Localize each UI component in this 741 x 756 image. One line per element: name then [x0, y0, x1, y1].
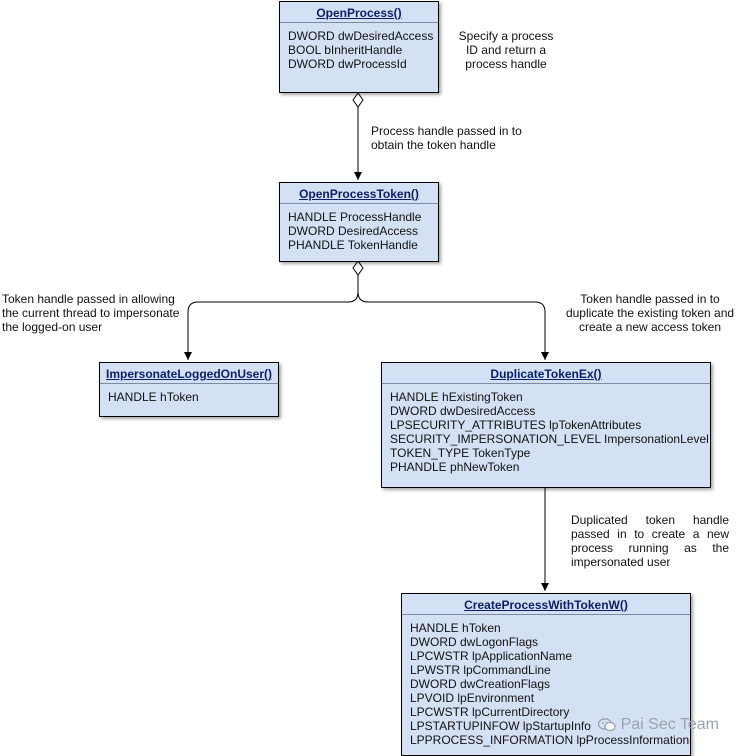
divider: [382, 383, 710, 384]
param: DWORD dwDesiredAccess: [288, 29, 434, 43]
openprocess-params: DWORD dwDesiredAccess BOOL bInheritHandl…: [280, 23, 438, 71]
note-line: Token handle passed in allowing: [2, 292, 175, 306]
process-handle-note: Process handle passed in to obtain the t…: [371, 124, 551, 152]
duplicate-note: Token handle passed in to duplicate the …: [560, 292, 740, 334]
duplicatetokenex-title: DuplicateTokenEx(): [490, 367, 602, 381]
wechat-icon: [597, 718, 616, 732]
duplicated-note: Duplicated token handle passed in to cre…: [571, 513, 729, 569]
watermark-text: Pai Sec Team: [620, 716, 719, 733]
param: HANDLE ProcessHandle: [288, 210, 422, 224]
note-line: passed in to create a new: [571, 527, 729, 541]
param: LPWSTR lpCommandLine: [410, 663, 551, 677]
param: LPCWSTR lpCurrentDirectory: [410, 705, 570, 719]
edge-openprocess-to-openprocesstoken: [352, 92, 364, 180]
note-line: create a new access token: [578, 320, 722, 334]
param: SECURITY_IMPERSONATION_LEVEL Impersonati…: [390, 432, 709, 446]
param: TOKEN_TYPE TokenType: [390, 446, 531, 460]
openprocesstoken-params: HANDLE ProcessHandle DWORD DesiredAccess…: [280, 204, 438, 252]
openprocess-box[interactable]: OpenProcess() DWORD dwDesiredAccess BOOL…: [279, 1, 439, 93]
createprocesswithtokenw-params: HANDLE hToken DWORD dwLogonFlags LPCWSTR…: [402, 615, 690, 747]
note-line: impersonated user: [571, 555, 671, 569]
param: PHANDLE TokenHandle: [288, 238, 418, 252]
param: LPCWSTR lpApplicationName: [410, 649, 573, 663]
divider: [402, 614, 690, 615]
impersonateloggedonuser-title: ImpersonateLoggedOnUser(): [105, 367, 273, 381]
divider: [280, 22, 438, 23]
impersonate-note: Token handle passed in allowing the curr…: [2, 292, 192, 334]
param: DWORD dwDesiredAccess: [390, 404, 536, 418]
param: LPSECURITY_ATTRIBUTES lpTokenAttributes: [390, 418, 642, 432]
divider: [100, 383, 278, 384]
note-line: process handle: [465, 57, 547, 71]
note-line: duplicate the existing token and: [565, 306, 735, 320]
param: PHANDLE phNewToken: [390, 460, 520, 474]
createprocesswithtokenw-box[interactable]: CreateProcessWithTokenW() HANDLE hToken …: [401, 593, 691, 756]
param: DWORD DesiredAccess: [288, 224, 419, 238]
impersonateloggedonuser-params: HANDLE hToken: [100, 384, 278, 404]
impersonateloggedonuser-box[interactable]: ImpersonateLoggedOnUser() HANDLE hToken: [99, 362, 279, 417]
param: HANDLE hToken: [108, 390, 199, 404]
param: LPSTARTUPINFOW lpStartupInfo: [410, 719, 591, 733]
note-line: Token handle passed in to: [580, 292, 720, 306]
note-line: Specify a process: [458, 29, 554, 43]
note-line: Process handle passed in to: [371, 124, 522, 138]
duplicatetokenex-params: HANDLE hExistingToken DWORD dwDesiredAcc…: [382, 384, 710, 474]
watermark: Pai Sec Team: [597, 716, 719, 734]
note-line: obtain the token handle: [371, 138, 496, 152]
note-line: Duplicated token handle: [571, 513, 729, 527]
note-line: the logged-on user: [2, 320, 103, 334]
param: HANDLE hExistingToken: [390, 390, 523, 404]
openprocesstoken-title: OpenProcessToken(): [299, 187, 419, 201]
openprocess-note: Specify a process ID and return a proces…: [450, 29, 562, 71]
param: HANDLE hToken: [410, 621, 501, 635]
param: DWORD dwLogonFlags: [410, 635, 539, 649]
duplicatetokenex-box[interactable]: DuplicateTokenEx() HANDLE hExistingToken…: [381, 362, 711, 488]
openprocesstoken-box[interactable]: OpenProcessToken() HANDLE ProcessHandle …: [279, 182, 439, 262]
param: DWORD dwCreationFlags: [410, 677, 551, 691]
note-line: the current thread to impersonate: [2, 306, 180, 320]
param: BOOL bInheritHandle: [288, 43, 403, 57]
note-line: ID and return a: [465, 43, 547, 57]
param: LPVOID lpEnvironment: [410, 691, 535, 705]
divider: [280, 203, 438, 204]
edge-openprocesstoken-branches: [184, 260, 549, 360]
param: LPPROCESS_INFORMATION lpProcessInformati…: [410, 733, 690, 747]
param: DWORD dwProcessId: [288, 57, 407, 71]
createprocesswithtokenw-title: CreateProcessWithTokenW(): [464, 598, 628, 612]
openprocess-title: OpenProcess(): [316, 6, 402, 20]
note-line: process running as the: [571, 541, 729, 555]
